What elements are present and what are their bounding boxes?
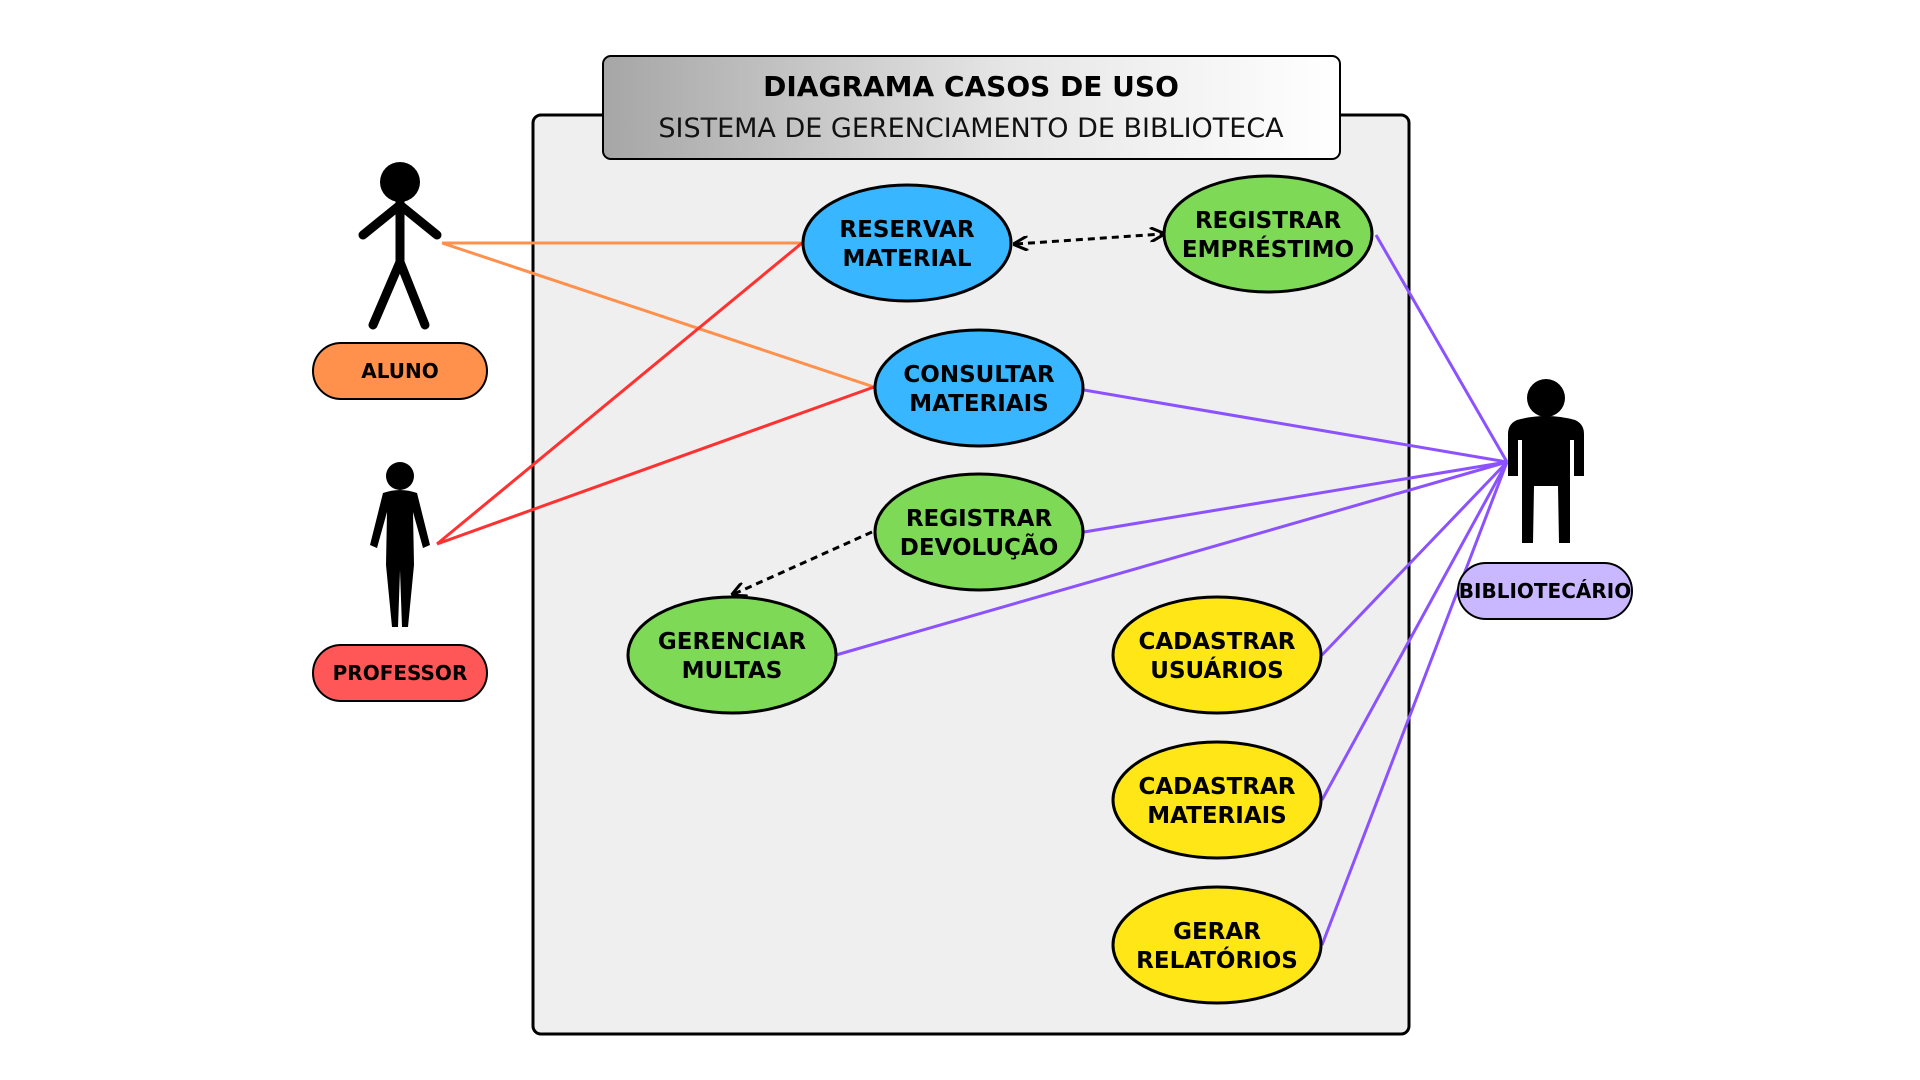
svg-text:DEVOLUÇÃO: DEVOLUÇÃO <box>900 533 1059 561</box>
actor-label-aluno: ALUNO <box>361 359 439 383</box>
diagram-title: DIAGRAMA CASOS DE USO <box>763 70 1179 103</box>
use-case-reservar-material[interactable]: RESERVAR MATERIAL <box>801 183 1013 303</box>
use-case-label-line: REGISTRAR <box>1195 208 1342 234</box>
line-bib-multas <box>835 460 1508 657</box>
use-case-gerar-relatorios[interactable]: GERAR RELATÓRIOS <box>1111 885 1323 1005</box>
line-bib-devolucao <box>1083 460 1508 534</box>
use-case-label-line: EMPRÉSTIMO <box>1182 235 1354 263</box>
use-case-label-line: MATERIAIS <box>909 391 1049 417</box>
line-bib-cad-usuarios <box>1320 460 1509 657</box>
use-case-label-line: USUÁRIOS <box>1150 656 1283 684</box>
use-case-consultar-materiais[interactable]: CONSULTAR MATERIAIS <box>873 328 1085 448</box>
use-case-label-line: REGISTRAR <box>906 506 1053 532</box>
use-case-label-line: MATERIAIS <box>1147 803 1287 829</box>
title-box: DIAGRAMA CASOS DE USO SISTEMA DE GERENCI… <box>602 55 1341 160</box>
use-case-label-line: GERAR <box>1173 919 1261 945</box>
actor-aluno[interactable]: ALUNO <box>312 162 488 400</box>
actor-professor[interactable]: PROFESSOR <box>312 462 488 702</box>
svg-text:REGISTRAR: REGISTRAR <box>906 506 1053 532</box>
use-case-cadastrar-usuarios[interactable]: CADASTRAR USUÁRIOS <box>1111 595 1323 715</box>
associations <box>436 234 1509 946</box>
svg-text:MATERIAIS: MATERIAIS <box>909 391 1049 417</box>
svg-text:EMPRÉSTIMO: EMPRÉSTIMO <box>1182 235 1354 263</box>
use-case-label-line: MATERIAL <box>842 246 971 272</box>
svg-text:MATERIAL: MATERIAL <box>842 246 971 272</box>
svg-text:RELATÓRIOS: RELATÓRIOS <box>1136 946 1298 974</box>
svg-text:MULTAS: MULTAS <box>682 658 783 684</box>
diagram-subtitle: SISTEMA DE GERENCIAMENTO DE BIBLIOTECA <box>658 113 1284 144</box>
use-case-label-line: CADASTRAR <box>1138 629 1295 655</box>
use-case-cadastrar-materiais[interactable]: CADASTRAR MATERIAIS <box>1111 740 1323 860</box>
use-case-label-line: CADASTRAR <box>1138 774 1295 800</box>
use-case-label-line: MULTAS <box>682 658 783 684</box>
use-case-label-line: CONSULTAR <box>903 362 1054 388</box>
use-case-label-line: GERENCIAR <box>658 629 806 655</box>
line-professor-consultar <box>436 385 875 546</box>
use-case-label-line: RESERVAR <box>839 217 974 243</box>
svg-text:CONSULTAR: CONSULTAR <box>903 362 1054 388</box>
line-aluno-consultar <box>441 241 875 389</box>
dashed-arrow-reservar-emprestimo <box>1016 234 1162 244</box>
line-bib-relatorios <box>1320 461 1509 946</box>
svg-text:CADASTRAR: CADASTRAR <box>1138 774 1295 800</box>
use-case-registrar-emprestimo[interactable]: REGISTRAR EMPRÉSTIMO <box>1162 174 1374 294</box>
line-bib-cad-materiais <box>1320 461 1509 801</box>
person-silhouette-icon <box>1508 379 1584 543</box>
dashed-arrow-devolucao-multas <box>734 530 873 594</box>
line-bib-emprestimo <box>1374 234 1509 463</box>
person-silhouette-icon <box>370 462 430 627</box>
svg-text:REGISTRAR: REGISTRAR <box>1195 208 1342 234</box>
use-case-gerenciar-multas[interactable]: GERENCIAR MULTAS <box>626 595 838 715</box>
use-case-label-line: RELATÓRIOS <box>1136 946 1298 974</box>
svg-text:GERENCIAR: GERENCIAR <box>658 629 806 655</box>
actor-label-professor: PROFESSOR <box>333 661 468 685</box>
actor-bibliotecario[interactable]: BIBLIOTECÁRIO <box>1457 379 1633 620</box>
svg-text:MATERIAIS: MATERIAIS <box>1147 803 1287 829</box>
line-professor-reservar <box>436 241 803 546</box>
svg-text:RESERVAR: RESERVAR <box>839 217 974 243</box>
use-case-registrar-devolucao[interactable]: REGISTRAR DEVOLUÇÃO <box>873 472 1085 592</box>
line-bib-consultar <box>1083 388 1508 464</box>
svg-text:GERAR: GERAR <box>1173 919 1261 945</box>
svg-text:USUÁRIOS: USUÁRIOS <box>1150 656 1283 684</box>
use-case-label-line: DEVOLUÇÃO <box>900 533 1059 561</box>
svg-text:CADASTRAR: CADASTRAR <box>1138 629 1295 655</box>
actor-label-bibliotecario: BIBLIOTECÁRIO <box>1459 579 1631 603</box>
stick-figure-icon <box>358 162 442 330</box>
